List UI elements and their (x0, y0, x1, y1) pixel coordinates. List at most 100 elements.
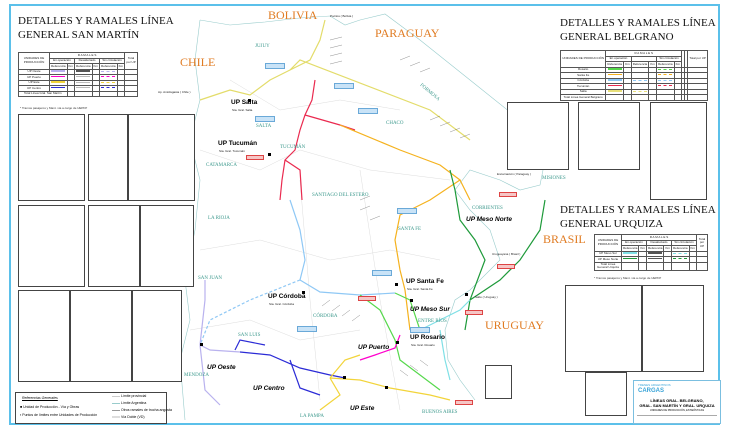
province-buenos-aires: BUENOS AIRES (422, 410, 458, 415)
title-line: GENERAL BELGRANO (560, 31, 674, 43)
table-row: Salta (559, 88, 708, 95)
urquiza-note: * Tramos pasajeros y Mant. vía a cargo d… (594, 276, 662, 280)
border-point-pocitos: Pocitos ( Bolivia ) (330, 14, 354, 18)
legend-item-label: Unidad de Producción - Vía y Obras (23, 405, 80, 409)
country-uruguay: URUGUAY (485, 318, 544, 332)
title-line: GENERAL URQUIZA (560, 218, 664, 230)
row-total: Total Línea General Urquiza (594, 261, 622, 271)
legend-item-label: Puntos de límites entre Unidades de Prod… (22, 413, 98, 417)
province-borders (189, 79, 451, 411)
province-entre-rios: ENTRE RÍOS (418, 319, 447, 324)
up-marker-icon: ■ (20, 405, 23, 409)
legend-line: Límite Argentina (112, 401, 146, 406)
title-belgrano: DETALLES Y RAMALES LÍNEA GENERAL BELGRAN… (560, 16, 716, 44)
header-total: Total por UP (696, 234, 708, 252)
up-rosario-sub: Sta. Gral. Rosario (411, 343, 435, 347)
legend: Referencias Generales ■ Unidad de Produc… (15, 392, 172, 424)
legend-line-label: Límite provincial (120, 394, 147, 398)
country-bolivia: BOLIVIA (268, 8, 318, 22)
line-swatch (607, 90, 622, 92)
legend-line-label: Vía Doble (VD) (120, 415, 145, 419)
country-paraguay: PARAGUAY (375, 26, 440, 40)
up-meso-norte-label: UP Meso Norte (466, 216, 512, 223)
detail-tag (246, 155, 264, 160)
legend-item: ▪ Puntos de límites entre Unidades de Pr… (20, 413, 97, 418)
border-east (444, 159, 546, 401)
detail-inset (585, 372, 627, 416)
up-cordoba-label: UP Córdoba (268, 293, 306, 300)
border-point-salto: Salto ( Uruguay ) (475, 295, 498, 299)
up-salta-label: UP Salta (231, 99, 258, 106)
province-san-luis: SAN LUIS (238, 333, 261, 338)
line-swatch (648, 257, 663, 260)
callout-tag (358, 108, 378, 114)
title-block: TRENES ARGENTINOS CARGAS LÍNEAS GRAL. BE… (633, 380, 721, 424)
line-swatch (623, 257, 638, 260)
line-swatch (658, 68, 673, 70)
header-km: Km (116, 63, 126, 70)
province-santiago-del-estero: SANTIAGO DEL ESTERO (312, 193, 369, 198)
rail-meso-sur (419, 299, 471, 381)
title-san-martin: DETALLES Y RAMALES LÍNEA GENERAL SAN MAR… (18, 14, 174, 42)
row-total: Total Línea Gral. San Martín (18, 90, 68, 97)
san-martin-note: * Tramos pasajeros y Mant. vía a cargo d… (20, 106, 88, 110)
row-unit: UP Oeste (17, 68, 51, 75)
rail-santa-fe (339, 124, 471, 331)
header-reference: Referencia (605, 61, 625, 68)
rail-tucuman (279, 79, 356, 201)
row-unit: Santa Fe (559, 72, 607, 79)
up-centro-label: UP Centro (253, 385, 285, 392)
map-frame (9, 4, 720, 425)
detail-inset (140, 205, 194, 287)
brand-top: TRENES ARGENTINOS (638, 383, 671, 387)
title-line: DETALLES Y RAMALES LÍNEA (18, 15, 174, 27)
country-brasil: BRASIL (543, 232, 586, 246)
line-swatch (658, 85, 673, 87)
table-row: UP Meso Norte (594, 256, 708, 263)
line-swatch (76, 70, 91, 72)
row-unit: Tucumán (559, 83, 607, 90)
header-reference: Referencia (630, 61, 650, 68)
title-line-1: LÍNEAS GRAL. BELGRANO, (650, 398, 704, 403)
detail-inset (507, 102, 569, 170)
up-stations (200, 99, 468, 389)
up-tucuman-label: UP Tucumán (218, 140, 258, 147)
detail-inset (578, 102, 640, 170)
legend-line: Otros ramales de trocha angosta (112, 408, 172, 413)
header-reference: Referencia (655, 61, 675, 68)
detail-tag (455, 400, 473, 405)
row-unit: UP Puerto (17, 74, 51, 81)
border-point-encarnacion: Encarnación ( Paraguay ) (497, 172, 532, 176)
header-km: Km (673, 61, 683, 68)
row-total: Total Línea General Belgrano (559, 94, 607, 101)
table-row: UP Oeste (17, 68, 138, 75)
province-jujuy: JUJUY (255, 44, 270, 49)
title-line-3: UNIDADES DE PRODUCCIÓN, ESTADÍSTICAS (649, 409, 705, 412)
header-units: UNIDADES DE PRODUCCIÓN (559, 50, 607, 68)
callout-tag (397, 208, 417, 214)
table-row: UP Centro (17, 85, 138, 92)
province-salta: SALTA (256, 124, 272, 129)
row-unit: Salta (559, 88, 607, 95)
line-swatch (673, 252, 688, 254)
title-urquiza: DETALLES Y RAMALES LÍNEA GENERAL URQUIZA (560, 203, 716, 231)
table-row: Córdoba (559, 77, 708, 84)
callout-tag (297, 326, 317, 332)
detail-inset (88, 114, 128, 201)
province-corrientes: CORRIENTES (472, 206, 503, 211)
province-mendoza: MENDOZA (184, 373, 209, 378)
line-swatch (101, 87, 116, 89)
legend-line: Vía Doble (VD) (112, 415, 145, 420)
header-reference: Referencia (49, 63, 68, 70)
detail-tag (358, 296, 376, 301)
line-swatch (632, 79, 647, 81)
table-row: Tucumán (559, 83, 708, 90)
row-unit: UP Este (17, 79, 51, 86)
callout-tag (372, 270, 392, 276)
line-swatch (76, 81, 91, 83)
row-unit: Córdoba (559, 77, 607, 84)
line-swatch (76, 76, 91, 77)
callout-tag (334, 83, 354, 89)
